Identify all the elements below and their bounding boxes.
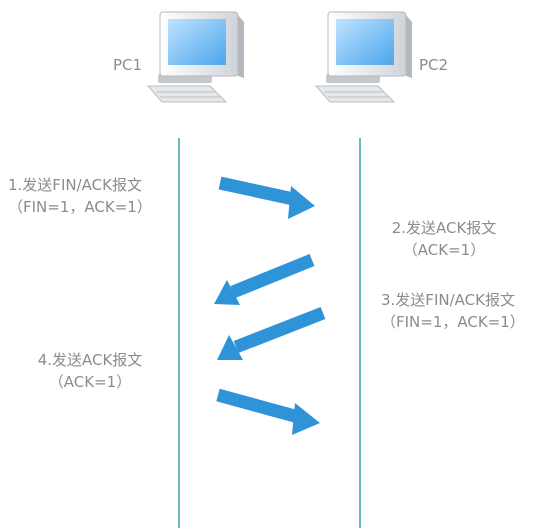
step-4-label: 4.发送ACK报文 （ACK=1）	[30, 349, 150, 393]
step-4-title: 4.发送ACK报文	[37, 351, 143, 369]
arrow-step-1	[218, 176, 315, 219]
step-2-label: 2.发送ACK报文 （ACK=1）	[384, 217, 504, 261]
pc1-label: PC1	[113, 56, 143, 74]
step-1-label: 1.发送FIN/ACK报文 （FIN=1，ACK=1）	[8, 174, 152, 218]
step-3-label: 3.发送FIN/ACK报文 （FIN=1，ACK=1）	[381, 289, 525, 333]
pc2-label: PC2	[419, 56, 449, 74]
pc2-computer-icon	[314, 11, 412, 103]
step-1-title: 1.发送FIN/ACK报文	[8, 176, 142, 194]
step-4-flags: （ACK=1）	[48, 373, 132, 391]
pc1-computer-icon	[146, 11, 244, 103]
pc1-lifeline	[178, 138, 180, 528]
pc2-lifeline	[359, 138, 361, 528]
step-2-title: 2.发送ACK报文	[391, 219, 497, 237]
step-3-title: 3.发送FIN/ACK报文	[381, 291, 515, 309]
arrow-step-2	[214, 253, 315, 305]
step-3-flags: （FIN=1，ACK=1）	[381, 313, 525, 331]
arrow-step-4	[216, 388, 320, 435]
arrow-step-3	[217, 306, 326, 360]
step-1-flags: （FIN=1，ACK=1）	[8, 198, 152, 216]
step-2-flags: （ACK=1）	[402, 241, 486, 259]
